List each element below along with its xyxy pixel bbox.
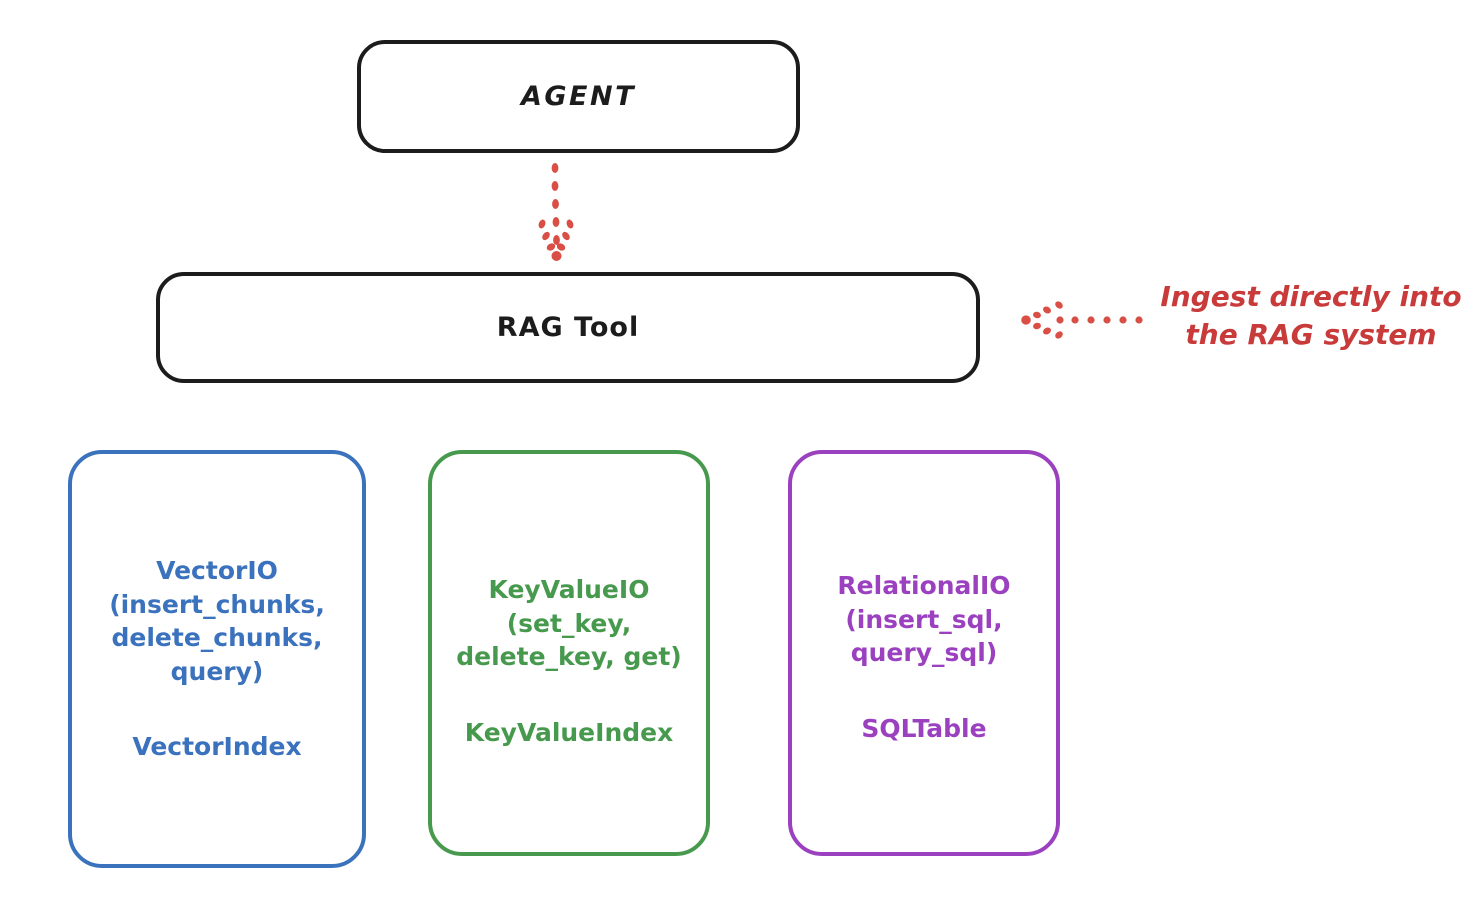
node-agent[interactable]: AGENT — [357, 40, 800, 153]
node-key-value-io[interactable]: KeyValueIO (set_key, delete_key, get) Ke… — [428, 450, 710, 856]
node-key-value-io-api-label: KeyValueIO (set_key, delete_key, get) — [456, 575, 682, 671]
arrow-agent-to-rag-tool — [538, 163, 574, 261]
node-relational-io-api-label: RelationalIO (insert_sql, query_sql) — [837, 571, 1011, 667]
node-relational-io-index-label: SQLTable — [861, 713, 987, 743]
annotation-ingest-text: Ingest directly into the RAG system — [1160, 280, 1462, 351]
node-vector-io-index-label: VectorIndex — [132, 732, 302, 762]
node-key-value-io-index-label: KeyValueIndex — [464, 717, 674, 747]
node-rag-tool-label: RAG Tool — [496, 312, 640, 343]
node-rag-tool[interactable]: RAG Tool — [156, 272, 980, 383]
node-vector-io[interactable]: VectorIO (insert_chunks, delete_chunks, … — [68, 450, 366, 868]
node-relational-io[interactable]: RelationalIO (insert_sql, query_sql) SQL… — [788, 450, 1060, 856]
node-vector-io-api-label: VectorIO (insert_chunks, delete_chunks, … — [109, 556, 325, 686]
node-agent-label: AGENT — [520, 81, 636, 112]
arrow-ingest-into-rag-system — [1021, 301, 1143, 339]
